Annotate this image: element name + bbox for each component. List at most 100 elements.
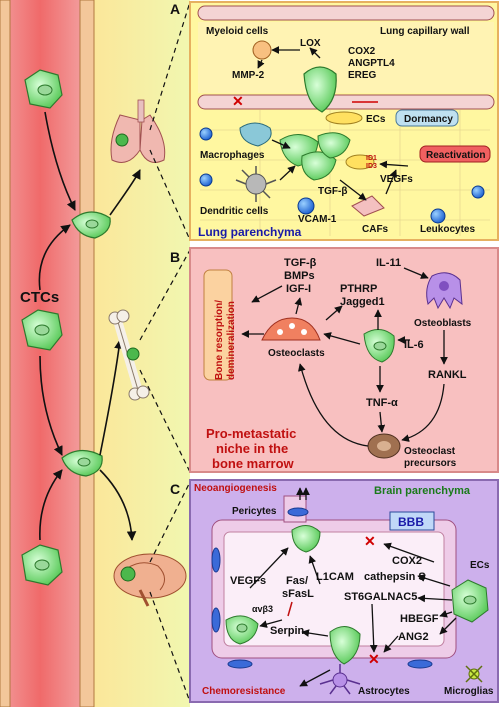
chemoresistance-label: Chemoresistance	[202, 686, 286, 697]
lung-parenchyma-label: Lung parenchyma	[198, 225, 302, 239]
panel-b-letter: B	[170, 249, 180, 265]
tumor-cell-brain-4	[451, 579, 489, 623]
bmps-label: BMPs	[284, 270, 315, 282]
tumor-cell-brain-2	[225, 615, 259, 645]
cathepsin-s-label: cathepsin S	[364, 571, 426, 583]
astrocytes-label: Astrocytes	[358, 686, 410, 697]
tumor-cell-bone	[363, 329, 395, 363]
bone-resorption-group: Bone resorption/ demineralization	[214, 300, 237, 380]
osteoblasts-label: Osteoblasts	[414, 318, 472, 329]
myeloid-cell	[252, 40, 272, 60]
brain-vessel	[211, 495, 457, 659]
lung-capillary-wall-label: Lung capillary wall	[380, 26, 470, 37]
dormancy-box	[395, 109, 459, 127]
leukocyte-a3	[471, 185, 485, 199]
id-cell	[345, 154, 375, 170]
astrocyte-cell	[319, 664, 361, 695]
bone-resorption-label: Bone resorption/	[214, 300, 225, 380]
tgf-beta-label-a: TGF-β	[318, 186, 347, 197]
bone-icon	[108, 309, 150, 401]
vegfs-label-a: VEGFs	[380, 174, 413, 185]
brain-parenchyma-label: Brain parenchyma	[374, 485, 471, 497]
igf1-label: IGF-I	[286, 283, 311, 295]
angptl4-label: ANGPTL4	[348, 58, 395, 69]
jagged1-label: Jagged1	[340, 296, 385, 308]
brain-icon	[113, 553, 187, 607]
cox2-label-c: COX2	[392, 555, 422, 567]
il6-label: IL-6	[404, 339, 424, 351]
reactivation-box	[419, 145, 491, 163]
bbb-label: BBB	[398, 515, 424, 529]
macrophages-label: Macrophages	[200, 150, 265, 161]
panel-c-letter: C	[170, 481, 180, 497]
x-mark-c2: ✕	[368, 651, 380, 667]
dashed-connectors	[139, 1, 191, 703]
panel-b-arrows	[241, 267, 448, 447]
vegfs-label-c: VEGFs	[230, 575, 266, 587]
vcam1-label: VCAM-1	[298, 214, 337, 225]
l1cam-label: L1CAM	[316, 571, 354, 583]
hbegf-label: HBEGF	[400, 613, 439, 625]
niche-label-1: Pro-metastatic	[206, 426, 296, 441]
fas-label: Fas/	[286, 575, 308, 587]
id1-label: ID1	[366, 155, 377, 162]
leukocyte-icon-a	[430, 208, 446, 224]
tumor-cell-brain-3	[329, 626, 361, 665]
x-mark-c1: ✕	[364, 533, 376, 549]
macrophage-cell	[239, 122, 272, 147]
niche-label-3: bone marrow	[212, 456, 295, 471]
pericytes-label: Pericytes	[232, 506, 277, 517]
precursors-label-2: precursors	[404, 458, 457, 469]
tumor-cell-crossing	[303, 66, 337, 113]
demineralization-label: demineralization	[226, 301, 237, 380]
il11-label: IL-11	[376, 257, 401, 269]
id3-label: ID3	[366, 163, 377, 170]
capillary-wall-top	[197, 5, 495, 110]
panel-a-arrows	[257, 46, 409, 201]
ang2-label: ANG2	[398, 631, 429, 643]
lox-label: LOX	[300, 38, 321, 49]
lungs-icon	[110, 99, 166, 163]
ctcs-label: CTCs	[20, 289, 59, 306]
neoangiogenesis-label: Neoangiogenesis	[194, 483, 277, 494]
vessel-wall-left	[0, 0, 11, 707]
osteoclast-cell	[261, 317, 321, 341]
tnf-alpha-label: TNF-α	[366, 397, 398, 409]
extravasated-cell-bone	[61, 449, 103, 477]
x-mark-a1: ✕	[232, 93, 244, 109]
ec-cell	[325, 111, 363, 125]
extravasated-cell-lung	[71, 211, 111, 239]
panel-c-arrows	[249, 487, 457, 687]
pericyte-cells	[211, 507, 433, 669]
ctc-cell-bottom	[21, 544, 63, 586]
leukocytes-label: Leukocytes	[420, 224, 475, 235]
left-arrows	[38, 111, 141, 541]
cafs-label: CAFs	[362, 224, 389, 235]
leukocyte-a1	[199, 127, 213, 141]
vcam1-leukocyte	[297, 197, 315, 215]
ecs-label-a: ECs	[366, 114, 386, 125]
microglias-label: Microglias	[444, 686, 494, 697]
reactivation-label: Reactivation	[426, 150, 485, 161]
leukocyte-a2	[199, 173, 213, 187]
rankl-label: RANKL	[428, 369, 467, 381]
niche-label-2: niche in the	[216, 441, 288, 456]
bone-resorption-box	[203, 269, 233, 381]
tgf-beta-label-b: TGF-β	[284, 257, 317, 269]
sfasl-label: sFasL	[282, 588, 314, 600]
dendritic-cells-label: Dendritic cells	[200, 206, 269, 217]
tumor-cell-brain-1	[291, 525, 321, 553]
ecs-label-c: ECs	[470, 560, 490, 571]
bbb-box	[389, 511, 435, 531]
myeloid-cells-label: Myeloid cells	[206, 26, 269, 37]
ereg-label: EREG	[348, 70, 377, 81]
ctc-cell-middle	[21, 309, 63, 351]
dormancy-label: Dormancy	[404, 114, 453, 125]
osteoclast-precursor-cell	[367, 433, 401, 459]
osteoblast-cell	[426, 272, 463, 310]
dendritic-cell	[235, 166, 277, 202]
lung-cell-cluster	[279, 132, 351, 181]
mmp2-label: MMP-2	[232, 70, 265, 81]
